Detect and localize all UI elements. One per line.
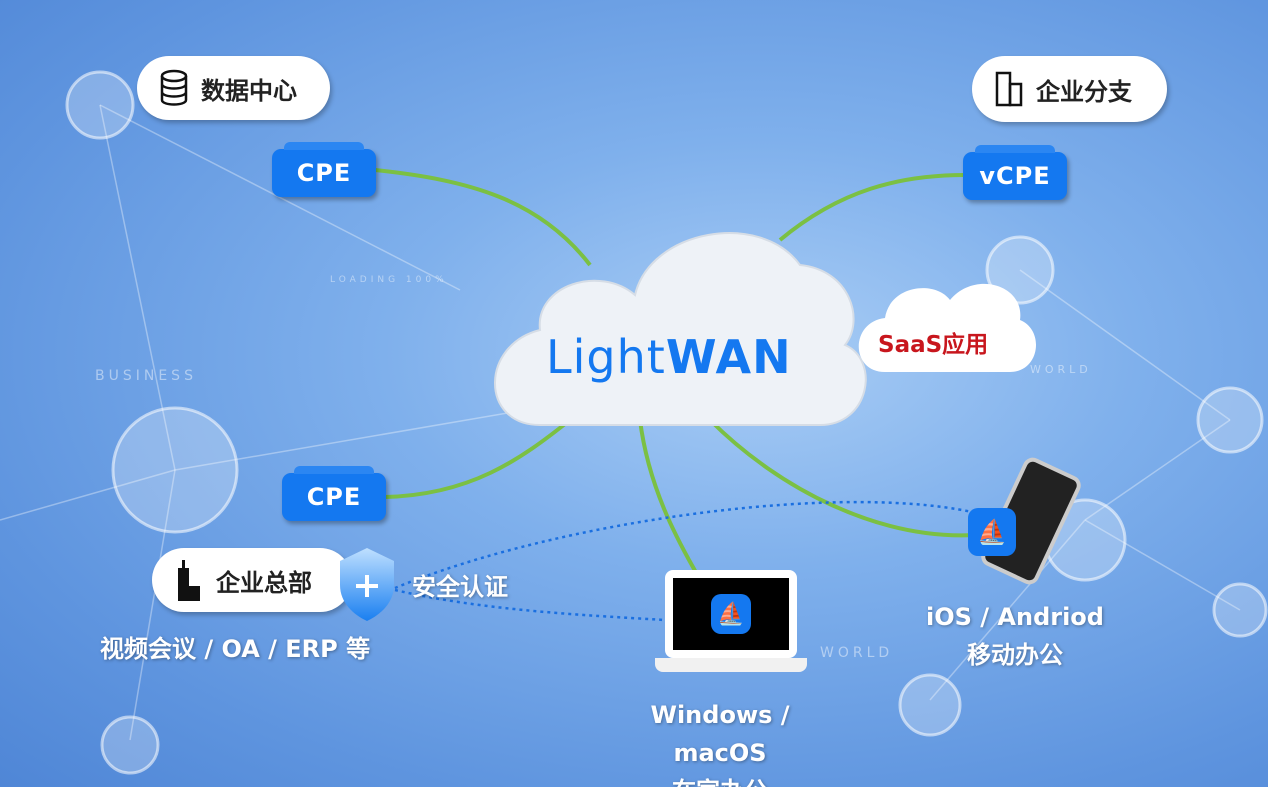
branch-label: 企业分支: [1036, 77, 1132, 106]
bg-text: WORLD: [820, 645, 894, 661]
desktop-label: Windows / macOS 在家办公: [600, 696, 840, 787]
lightwan-app-icon: ⛵: [968, 508, 1016, 556]
datacenter-label: 数据中心: [201, 76, 297, 105]
shield-plus-icon: [340, 548, 394, 621]
headquarters-node: 企业总部: [152, 548, 352, 612]
mobile-platforms: iOS / Andriod: [926, 603, 1104, 631]
datacenter-node: 数据中心: [137, 56, 330, 120]
vcpe-box-branch: vCPE: [963, 145, 1067, 200]
headquarters-label: 企业总部: [216, 568, 312, 597]
skyscraper-icon: [178, 560, 200, 601]
bg-text: WORLD: [1030, 363, 1092, 376]
saas-cloud: [858, 283, 1037, 372]
cpe-box-headquarters: CPE: [282, 466, 386, 521]
saas-label: SaaS应用: [878, 332, 989, 358]
database-icon: [160, 69, 188, 106]
branch-node: 企业分支: [972, 56, 1167, 122]
desktop-platforms: Windows / macOS: [650, 701, 790, 767]
lightwan-title: LightWAN: [546, 330, 792, 384]
lightwan-app-icon: ⛵: [711, 594, 751, 634]
title-light: Light: [546, 330, 666, 384]
laptop-device: ⛵: [655, 570, 807, 672]
cpe-box-datacenter: CPE: [272, 142, 376, 197]
bg-text: BUSINESS: [95, 368, 197, 384]
cloud-shape: [494, 232, 867, 426]
title-wan: WAN: [665, 330, 792, 384]
bg-text: LOADING 100%: [330, 275, 448, 285]
mobile-label: iOS / Andriod 移动办公: [915, 598, 1115, 674]
hq-apps-label: 视频会议 / OA / ERP 等: [100, 635, 371, 663]
security-label: 安全认证: [412, 573, 508, 601]
mobile-usecase: 移动办公: [967, 641, 1063, 669]
desktop-usecase: 在家办公: [600, 772, 840, 787]
building-icon: [995, 71, 1023, 107]
